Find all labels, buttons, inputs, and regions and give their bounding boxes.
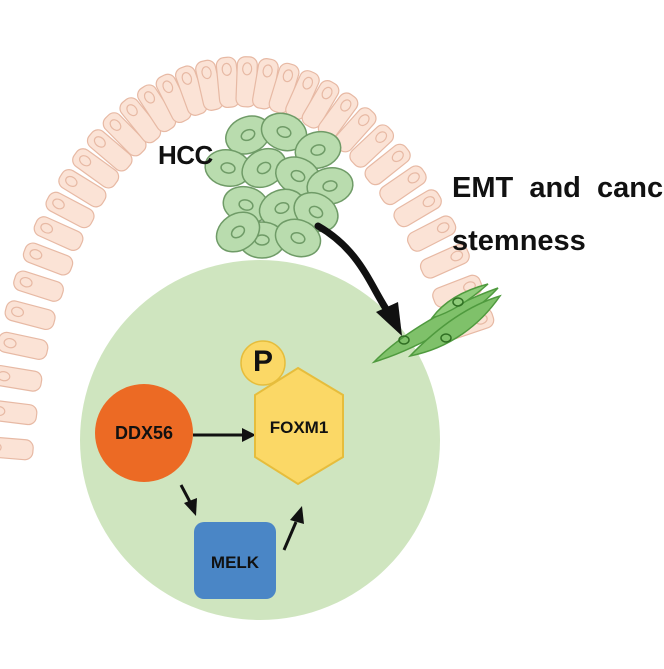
epithelial-cell: [102, 112, 147, 157]
foxm1-node: [254, 366, 344, 486]
epithelial-cell: [0, 331, 49, 360]
epithelial-cell: [419, 243, 470, 279]
emt-label-line1: EMT and cancer: [452, 172, 664, 204]
epithelial-cell: [86, 129, 133, 172]
epithelial-cell: [0, 399, 38, 426]
epithelial-cell: [235, 56, 258, 108]
hcc-cell: [294, 130, 342, 170]
epithelial-cell: [195, 59, 224, 111]
hcc-cell: [258, 188, 306, 228]
epithelial-cell: [33, 216, 84, 251]
spindle-nucleus: [440, 333, 452, 343]
hcc-cell: [241, 147, 287, 189]
epithelial-cell: [364, 143, 411, 186]
melk-to-foxm1-arrowhead: [290, 506, 304, 524]
spindle-nucleus: [398, 335, 410, 345]
epithelial-cell: [58, 169, 107, 208]
epithelial-cell: [72, 148, 120, 189]
epithelial-cell: [0, 364, 43, 392]
melk-to-foxm1-arrow: [282, 521, 298, 551]
ddx56-label: DDX56: [114, 423, 174, 443]
hcc-cell: [215, 211, 261, 253]
spindle-cell: [407, 294, 502, 358]
epithelial-cell: [301, 80, 340, 129]
ddx56-to-foxm1-arrowhead: [242, 428, 256, 442]
foxm1-label: FOXM1: [269, 418, 329, 437]
epithelial-cell: [13, 270, 64, 302]
melk-node: [194, 522, 276, 599]
phospho-badge: [240, 340, 286, 386]
ddx56-node: [95, 384, 193, 482]
melk-label: MELK: [210, 553, 260, 572]
emt-transition-arrow: [314, 222, 392, 316]
ddx56-to-melk-arrowhead: [184, 498, 197, 516]
epithelial-cell: [393, 189, 442, 228]
epithelial-cell: [22, 242, 74, 276]
hcc-label: HCC: [158, 140, 213, 170]
hcc-tumor-cluster: [204, 112, 354, 259]
hcc-cell: [274, 218, 322, 258]
epithelial-cell: [406, 215, 457, 252]
spindle-nucleus: [452, 297, 464, 307]
mesenchymal-cells: [371, 283, 502, 364]
ddx56-to-melk-arrow: [179, 484, 192, 503]
emt-transition-arrowhead: [376, 302, 402, 336]
epithelial-cell: [45, 191, 95, 229]
phospho-label: P: [253, 345, 274, 378]
spindle-cell: [430, 283, 489, 320]
emt-label-line2: stemness: [452, 225, 586, 257]
epithelial-cell: [349, 124, 395, 168]
epithelial-cell: [379, 165, 427, 206]
epithelial-cell: [0, 436, 34, 461]
epithelial-cell: [4, 300, 56, 331]
